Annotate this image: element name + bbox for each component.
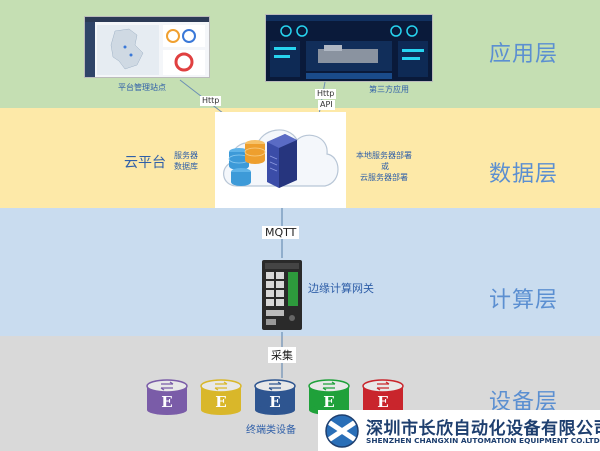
mqtt-label: MQTT xyxy=(262,226,300,239)
server-label: 服务器 xyxy=(174,151,198,160)
gateway-icon xyxy=(262,260,302,330)
edge-gateway-device xyxy=(260,258,304,332)
device-letter: E xyxy=(377,393,388,411)
device-cylinder-icon: E xyxy=(362,379,404,415)
edge-gateway-label: 边缘计算网关 xyxy=(308,282,374,295)
cloud-icon xyxy=(223,129,339,188)
terminal-device-2: E xyxy=(199,378,243,416)
device-letter: E xyxy=(161,393,172,411)
http-label-right: Http xyxy=(315,89,337,99)
platform-caption: 平台管理站点 xyxy=(118,83,166,92)
platform-management-screenshot xyxy=(84,16,210,78)
company-logo-icon xyxy=(325,414,359,448)
api-label-right: API xyxy=(318,100,335,110)
device-cylinder-icon: E xyxy=(146,379,188,415)
cloud-platform-title: 云平台 xyxy=(124,155,166,171)
cloud-deploy-label: 云服务器部署 xyxy=(360,173,408,182)
data-layer-label: 数据层 xyxy=(488,162,558,187)
or-label: 或 xyxy=(381,162,389,171)
device-letter: E xyxy=(215,393,226,411)
application-layer-label: 应用层 xyxy=(488,42,558,67)
company-name-cn: 深圳市长欣自动化设备有限公司 xyxy=(366,419,600,439)
database-label: 数据库 xyxy=(174,162,198,171)
terminal-device-5: E xyxy=(361,378,405,416)
http-label-left: Http xyxy=(200,96,222,106)
third-party-app-screenshot xyxy=(265,14,433,82)
collect-label: 采集 xyxy=(268,347,296,363)
terminal-devices-caption: 终端类设备 xyxy=(246,425,296,436)
company-footer: 深圳市长欣自动化设备有限公司 SHENZHEN CHANGXIN AUTOMAT… xyxy=(318,410,600,451)
terminal-device-3: E xyxy=(253,378,297,416)
local-deploy-label: 本地服务器部署 xyxy=(356,151,412,160)
device-letter: E xyxy=(269,393,280,411)
terminal-device-1: E xyxy=(145,378,189,416)
third-party-caption: 第三方应用 xyxy=(369,85,409,94)
cloud-box xyxy=(215,112,346,208)
third-party-dashboard-image xyxy=(266,15,432,79)
device-letter: E xyxy=(323,393,334,411)
device-cylinder-icon: E xyxy=(200,379,242,415)
company-name-en: SHENZHEN CHANGXIN AUTOMATION EQUIPMENT C… xyxy=(366,436,600,445)
platform-dashboard-image xyxy=(85,17,209,77)
device-cylinder-icon: E xyxy=(254,379,296,415)
compute-layer-label: 计算层 xyxy=(488,288,558,313)
